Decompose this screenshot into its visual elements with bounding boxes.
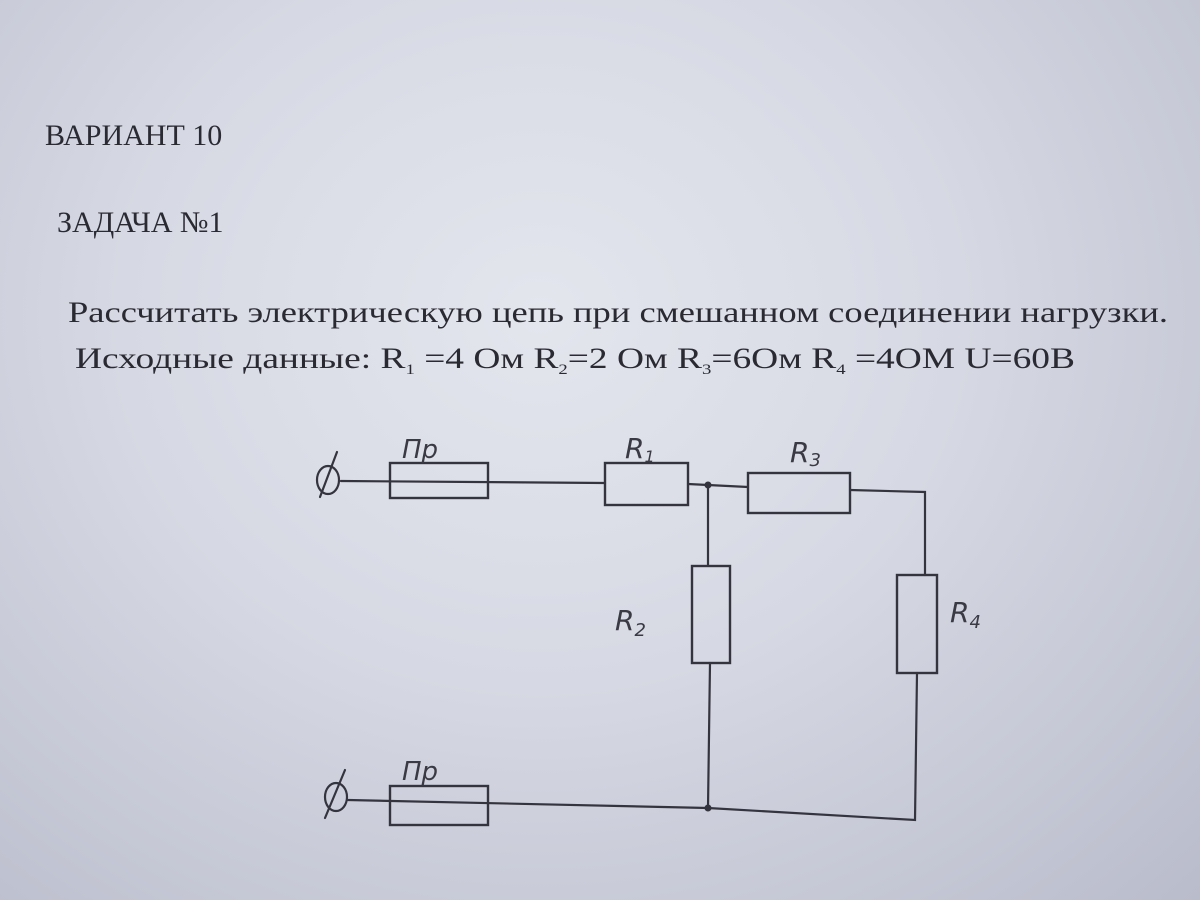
data-text: =4ОМ U=60В	[846, 342, 1075, 375]
data-subscript: 1	[405, 362, 414, 378]
data-subscript: 4	[836, 362, 846, 378]
label-subscript: 2	[634, 620, 645, 641]
label-subscript: 4	[969, 612, 980, 633]
resistor-r1	[603, 461, 690, 507]
wire	[848, 488, 927, 577]
fuse-bottom	[388, 784, 490, 827]
label-subscript: 3	[809, 450, 820, 471]
resistor-r4	[895, 573, 939, 675]
r4-label: R4	[950, 596, 981, 633]
resistor-r3	[746, 471, 852, 515]
fuse-top	[388, 461, 490, 500]
variant-heading: ВАРИАНТ 10	[45, 119, 222, 152]
data-subscript: 3	[702, 362, 711, 378]
data-text: Исходные данные: R	[75, 342, 405, 375]
wire	[339, 479, 607, 485]
fuse-top-label: Пр	[402, 435, 438, 465]
label-base: R	[625, 432, 644, 465]
problem-statement: Рассчитать электрическую цепь при смешан…	[68, 296, 1168, 329]
r2-label: R2	[615, 604, 646, 641]
resistor-r2	[690, 564, 732, 665]
data-subscript: 2	[558, 362, 567, 378]
r3-label: R3	[790, 436, 821, 471]
r1-label: R1	[625, 432, 655, 466]
junction-node	[704, 804, 712, 812]
input-terminal-top	[315, 450, 341, 499]
data-text: =2 Ом R	[568, 342, 702, 375]
wire	[686, 482, 750, 489]
data-text: =4 Ом R	[415, 342, 559, 375]
label-base: R	[950, 596, 969, 629]
junction-node	[704, 481, 712, 489]
data-text: =6Ом R	[711, 342, 836, 375]
fuse-bottom-label: Пр	[402, 757, 438, 787]
circuit-diagram: Пр Пр R1 R3 R2 R4	[315, 432, 981, 827]
label-base: R	[790, 436, 809, 469]
wire	[346, 671, 919, 822]
label-base: R	[615, 604, 634, 637]
input-terminal-bottom	[323, 768, 349, 820]
task-heading: ЗАДАЧА №1	[57, 206, 224, 239]
label-subscript: 1	[644, 447, 654, 466]
wire	[706, 661, 712, 810]
